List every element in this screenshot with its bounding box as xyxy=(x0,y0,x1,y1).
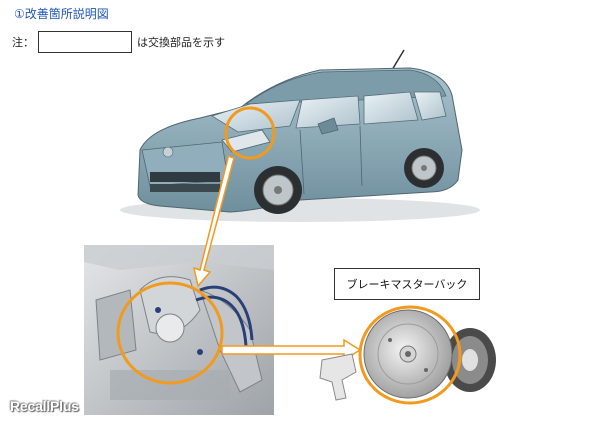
brake-master-booster-label: ブレーキマスターバック xyxy=(334,268,480,300)
arrow-car-to-engine xyxy=(192,154,235,288)
car-illustration xyxy=(120,49,480,222)
note-prefix: 注： xyxy=(12,36,34,49)
highlight-circle-car xyxy=(224,106,276,160)
highlight-circle-engine xyxy=(116,281,224,385)
replacement-part-legend-box xyxy=(38,31,132,53)
front-wheel xyxy=(254,166,302,214)
brake-booster-illustration xyxy=(319,305,496,405)
rear-wheel xyxy=(404,148,444,188)
watermark-logo: RecallPlus xyxy=(10,398,79,414)
engine-bay-illustration xyxy=(84,245,274,415)
page-title: ①改善箇所説明図 xyxy=(14,7,109,21)
note-suffix: は交換部品を示す xyxy=(137,36,225,49)
highlight-circle-booster xyxy=(358,305,462,405)
legend-note: 注： は交換部品を示す xyxy=(12,31,225,53)
